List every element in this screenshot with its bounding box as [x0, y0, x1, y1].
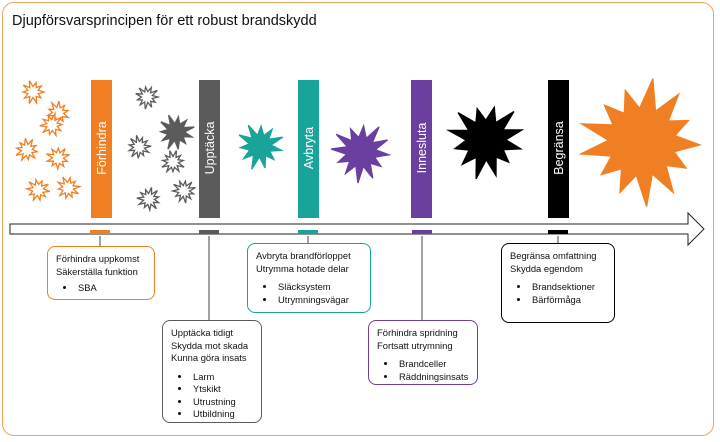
fire-burst-icon	[14, 138, 40, 163]
fire-burst-icon	[160, 150, 186, 174]
fire-burst-icon	[578, 78, 703, 207]
fire-burst-icon	[170, 179, 196, 204]
info-line: Fortsatt utrymning	[377, 339, 453, 351]
info-line: Begränsa omfattning	[510, 250, 597, 261]
timeline-ticks	[90, 230, 568, 234]
info-bullets: SBA	[56, 282, 146, 295]
info-line: Upptäcka tidigt	[171, 327, 234, 338]
info-line: Säkerställa funktion	[56, 265, 138, 277]
stage-label-avbryta: Avbryta	[302, 127, 316, 169]
info-box-begransa: Begränsa omfattning Skydda egendom Brand…	[501, 243, 615, 323]
fire-burst-icon	[21, 80, 47, 105]
info-bullet: Utrymningsvägar	[276, 294, 362, 307]
stage-label-upptacka: Upptäcka	[203, 122, 217, 175]
fire-bursts	[14, 78, 703, 213]
info-box-forhindra: Förhindra uppkomst Säkerställa funktion …	[47, 246, 155, 300]
diagram-frame	[2, 2, 714, 436]
fire-burst-icon	[446, 105, 525, 180]
info-line: Utrymma hotade delar	[256, 262, 349, 274]
info-line: Förhindra uppkomst	[56, 253, 140, 264]
info-bullets: Brandsektioner Bärförmåga	[510, 281, 606, 306]
stage-bar-upptacka	[199, 80, 220, 218]
info-bullet: Larm	[191, 371, 253, 384]
fire-burst-icon	[330, 123, 392, 184]
info-bullet: Räddningsinsats	[397, 371, 469, 384]
info-bullet: Släcksystem	[276, 281, 362, 294]
info-bullets: Larm Ytskikt Utrustning Utbildning	[171, 371, 253, 421]
stage-bar-forhindra	[91, 80, 112, 218]
info-bullet: Utbildning	[191, 408, 253, 421]
stage-bar-avbryta	[298, 80, 319, 218]
info-line: Förhindra spridning	[377, 327, 458, 338]
info-bullet: Brandceller	[397, 358, 469, 371]
stage-bar-innesluta	[411, 80, 432, 218]
info-bullet: Brandsektioner	[530, 281, 606, 294]
info-line: Kunna göra insats	[171, 352, 247, 363]
fire-burst-icon	[135, 85, 161, 110]
fire-burst-icon	[56, 175, 83, 201]
tick-begransa	[548, 230, 568, 234]
stage-bars	[91, 80, 569, 218]
info-line: Skydda egendom	[510, 262, 583, 274]
stage-label-begransa: Begränsa	[552, 121, 566, 175]
tick-forhindra	[90, 230, 110, 234]
info-bullet: Utrustning	[191, 396, 253, 409]
info-box-upptacka: Upptäcka tidigt Skydda mot skada Kunna g…	[162, 320, 262, 423]
info-bullet: Bärförmåga	[530, 294, 606, 307]
info-box-innesluta: Förhindra spridning Fortsatt utrymning B…	[368, 320, 478, 385]
fire-burst-icon	[44, 146, 70, 172]
info-line: Skydda mot skada	[171, 339, 249, 351]
info-bullets: Brandceller Räddningsinsats	[377, 358, 469, 383]
info-bullets: Släcksystem Utrymningsvägar	[256, 281, 362, 306]
tick-innesluta	[412, 230, 432, 234]
info-line: Avbryta brandförloppet	[256, 250, 351, 261]
info-box-avbryta: Avbryta brandförloppet Utrymma hotade de…	[247, 243, 371, 313]
stage-label-forhindra: Förhindra	[95, 121, 109, 175]
tick-avbryta	[298, 230, 318, 234]
fire-burst-icon	[136, 187, 161, 213]
info-bullet: SBA	[76, 282, 146, 295]
fire-burst-icon	[238, 124, 285, 170]
fire-burst-icon	[39, 111, 64, 138]
diagram-title: Djupförsvarsprincipen för ett robust bra…	[12, 13, 317, 29]
stage-labels: Förhindra Upptäcka Avbryta Innesluta Beg…	[95, 121, 566, 175]
tick-upptacka	[199, 230, 219, 234]
fire-burst-icon	[127, 135, 152, 159]
timeline-arrow	[9, 211, 705, 247]
stage-bar-begransa	[548, 80, 569, 218]
info-bullet: Ytskikt	[191, 383, 253, 396]
connectors	[99, 236, 559, 320]
stage-label-innesluta: Innesluta	[415, 123, 429, 174]
fire-burst-icon	[158, 114, 195, 150]
fire-burst-icon	[24, 177, 51, 203]
